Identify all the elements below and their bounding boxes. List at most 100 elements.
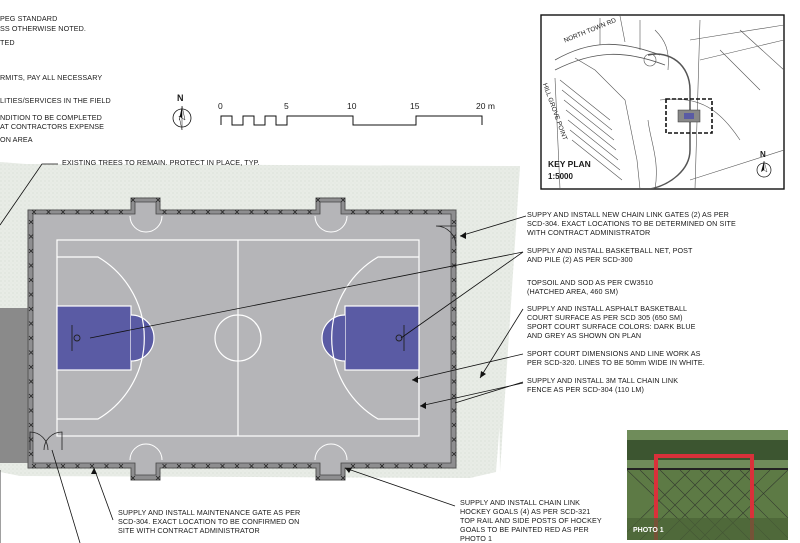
note-line: TED [0, 38, 15, 47]
fence-post-mark [130, 475, 136, 481]
fence-post-mark [379, 209, 385, 215]
fence-post-mark [408, 209, 414, 215]
note-line: LITIES/SERVICES IN THE FIELD [0, 96, 111, 105]
fence-post-mark [28, 364, 34, 370]
fence-post-mark [340, 475, 346, 481]
fence-post-mark [234, 209, 240, 215]
scale-label: 10 [347, 101, 357, 111]
scale-label: 0 [218, 101, 223, 111]
callout-hockey: SUPPLY AND INSTALL CHAIN LINK HOCKEY GOA… [460, 498, 602, 543]
fence-post-mark [365, 209, 370, 215]
fence-post-mark [379, 463, 385, 469]
fence-post-mark [118, 209, 124, 215]
fence-post-mark [307, 209, 312, 215]
fence-post-mark [28, 234, 34, 239]
fence-post-mark [155, 475, 161, 481]
fence-post-mark [451, 379, 457, 384]
callout-maintenance-gate: SUPPLY AND INSTALL MAINTENANCE GATE AS P… [118, 508, 301, 535]
fence-post-mark [220, 463, 225, 469]
fence-post-mark [104, 463, 109, 469]
fence-post-mark [263, 209, 269, 215]
note-line: AT CONTRACTORS EXPENSE [0, 122, 105, 131]
fence-post-mark [176, 209, 182, 215]
note-line: SS OTHERWISE NOTED. [0, 24, 87, 33]
fence-post-mark [451, 321, 457, 326]
key-plan [540, 14, 785, 190]
fence-post-mark [451, 437, 457, 442]
fence-post-mark [408, 463, 414, 469]
note-line: NDITION TO BE COMPLETED [0, 113, 102, 122]
scale-label: 15 [410, 101, 420, 111]
fence-post-mark [423, 209, 428, 215]
note-line: ON AREA [0, 135, 33, 144]
fence-post-mark [118, 463, 124, 469]
basketball-court [56, 239, 420, 437]
fence-post-mark [307, 463, 312, 469]
key-plan-north-label: N [760, 150, 766, 159]
fence-post-mark [394, 209, 399, 215]
callout-dimensions: SPORT COURT DIMENSIONS AND LINE WORK AS … [527, 349, 705, 367]
callout-leaders [0, 163, 527, 543]
fence-post-mark [205, 209, 211, 215]
fence-post-mark [278, 209, 283, 215]
fence-post-mark [451, 422, 457, 428]
fence-post-mark [28, 292, 34, 297]
fence-post-mark [451, 393, 457, 399]
fence-post-mark [315, 475, 321, 481]
fence-post-mark [451, 350, 457, 355]
chain-link-fence [27, 197, 457, 481]
fence-post-mark [350, 209, 356, 215]
fence-post-mark [451, 364, 457, 370]
fence-post-mark [28, 451, 34, 457]
fence-post-mark [162, 463, 167, 469]
fence-post-mark [234, 463, 240, 469]
fence-post-mark [60, 463, 66, 469]
note-line: RMITS, PAY ALL NECESSARY [0, 73, 103, 82]
fence-post-mark [249, 463, 254, 469]
fence-post-mark [394, 463, 399, 469]
scale-label: 5 [284, 101, 289, 111]
fence-post-mark [191, 463, 196, 469]
fence-post-mark [28, 306, 34, 312]
fence-post-mark [451, 451, 457, 457]
fence-post-mark [437, 209, 443, 215]
fence-post-mark [451, 277, 457, 283]
fence-post-mark [451, 408, 457, 413]
fence-post-mark [89, 209, 95, 215]
leader-arrowheads [91, 232, 486, 474]
fence-post-marks [28, 197, 457, 481]
hoops [71, 325, 405, 351]
fence-post-mark [31, 209, 37, 215]
fence-post-mark [423, 463, 428, 469]
fence-post-mark [46, 463, 51, 469]
fence-post-mark [75, 209, 80, 215]
fence-post-mark [350, 463, 356, 469]
fence-post-mark [28, 277, 34, 283]
fence-post-mark [75, 463, 80, 469]
fence-post-mark [28, 408, 34, 413]
fence-post-mark [340, 197, 346, 203]
key-plan-scale: 1:5000 [548, 172, 573, 181]
north-arrow-label: N [177, 93, 184, 103]
fence-post-mark [104, 209, 109, 215]
fence-post-mark [28, 350, 34, 355]
hockey-goal-creases [129, 215, 348, 461]
callout-existing-trees: EXISTING TREES TO REMAIN. PROTECT IN PLA… [62, 158, 260, 167]
callout-basketball-net: SUPPLY AND INSTALL BASKETBALL NET, POST … [527, 246, 693, 264]
fence-post-mark [437, 463, 443, 469]
fence-post-mark [451, 292, 457, 297]
fence-post-mark [28, 422, 34, 428]
fence-post-mark [205, 463, 211, 469]
fence-post-mark [292, 463, 298, 469]
callout-topsoil: TOPSOIL AND SOD AS PER CW3510 (HATCHED A… [527, 278, 653, 296]
photo-1-image [627, 430, 788, 540]
fence-post-mark [176, 463, 182, 469]
note-line: PEG STANDARD [0, 14, 58, 23]
fence-post-mark [220, 209, 225, 215]
fence-post-mark [451, 306, 457, 312]
callout-fence: SUPPLY AND INSTALL 3M TALL CHAIN LINK FE… [527, 376, 679, 394]
key-plan-title: KEY PLAN [548, 159, 591, 169]
fence-post-mark [315, 197, 321, 203]
fence-post-mark [28, 263, 34, 268]
